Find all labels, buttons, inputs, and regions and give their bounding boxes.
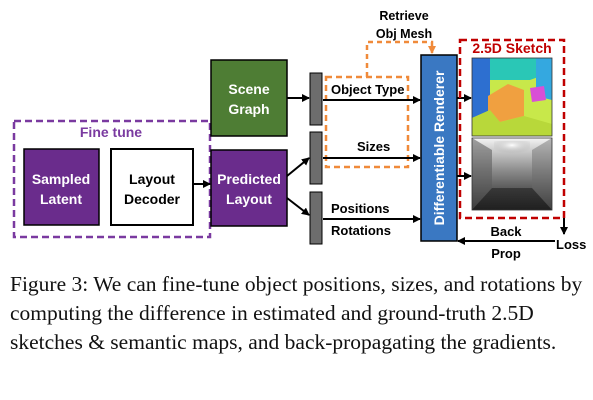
figure-caption: Figure 3: We can fine-tune object positi… xyxy=(10,272,583,354)
layout-decoder-box xyxy=(110,148,194,226)
sketch-group xyxy=(458,38,566,220)
scene-graph-label-2: Graph xyxy=(228,101,269,117)
pipeline-diagram: Fine tune Sampled Latent Layout Decoder … xyxy=(12,9,586,261)
sizes-bar xyxy=(309,131,323,185)
layout-decoder-label-2: Decoder xyxy=(124,191,181,207)
renderer-box xyxy=(420,54,458,242)
sketch-title: 2.5D Sketch xyxy=(472,40,551,56)
predicted-layout-label-1: Predicted xyxy=(217,171,281,187)
fine-tune-group xyxy=(12,119,212,239)
layout-decoder-label-1: Layout xyxy=(129,171,175,187)
predicted-layout-label-2: Layout xyxy=(226,191,272,207)
predicted-layout-box xyxy=(210,149,288,227)
semantic-map-image xyxy=(471,57,553,137)
arrow-predicted-to-positions-bar xyxy=(286,197,310,216)
renderer-label: Differentiable Renderer xyxy=(431,70,447,225)
back-prop-label-1: Back xyxy=(490,224,522,239)
depth-map-image xyxy=(471,137,553,211)
sampled-latent-label-2: Latent xyxy=(40,191,82,207)
sampled-latent-label-1: Sampled xyxy=(32,171,90,187)
sampled-latent-box xyxy=(23,148,100,226)
object-type-label: Object Type xyxy=(331,82,404,97)
retrieve-label-2: Obj Mesh xyxy=(376,27,432,41)
arrow-predicted-to-sizes-bar xyxy=(286,157,310,177)
retrieve-arrow xyxy=(365,40,436,77)
retrieve-label-1: Retrieve xyxy=(379,9,428,23)
positions-label: Positions xyxy=(331,201,390,216)
object-type-bar xyxy=(309,72,323,126)
scene-graph-label-1: Scene xyxy=(228,81,269,97)
scene-graph-box xyxy=(210,59,288,137)
loss-label: Loss xyxy=(556,237,586,252)
rotations-label: Rotations xyxy=(331,223,391,238)
fine-tune-label: Fine tune xyxy=(80,124,142,140)
back-prop-label-2: Prop xyxy=(491,246,521,261)
sizes-label: Sizes xyxy=(357,139,390,154)
positions-bar xyxy=(309,191,323,245)
